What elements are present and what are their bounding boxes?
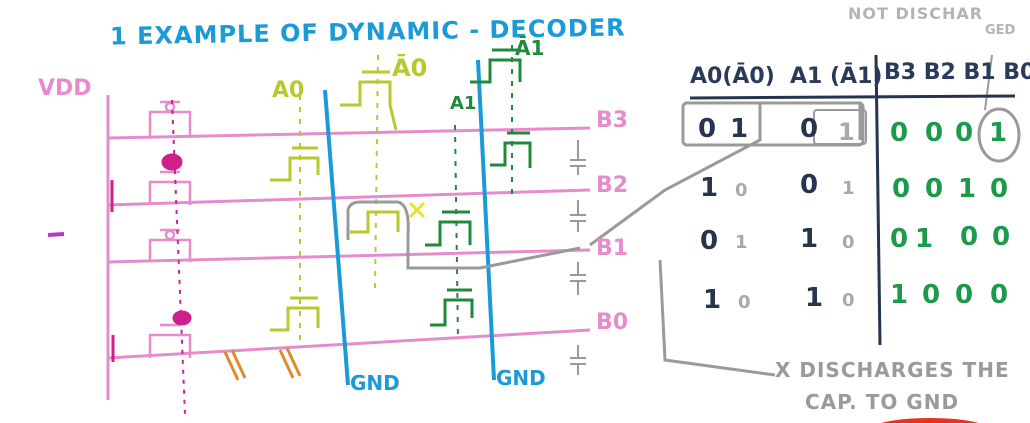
bus-label-b3: B3: [596, 108, 629, 133]
discharge-path: [346, 200, 581, 270]
precharge-transistors: [148, 100, 192, 358]
row1-a0n: 0: [735, 180, 748, 201]
row1-a1: 0: [800, 170, 819, 200]
row2-b1: 0: [960, 222, 979, 252]
row1-a0: 1: [700, 173, 719, 203]
discharge-note: X DISCHARGES THE: [775, 358, 1010, 382]
row3-b3: 1: [890, 280, 909, 310]
row1-b1: 1: [958, 174, 977, 204]
red-mark: [881, 418, 979, 423]
row1-b0: 0: [990, 174, 1009, 204]
gate-label-a1-bar: Ā1: [515, 36, 545, 60]
vdd-label: VDD: [38, 76, 92, 101]
row3-b2: 0: [922, 280, 941, 310]
orange-caps: [223, 347, 302, 381]
x-mark: [408, 201, 426, 219]
row-highlight: [681, 101, 865, 147]
row3-b1: 0: [955, 280, 974, 310]
row3-a1: 1: [805, 283, 824, 313]
bus-label-b0: B0: [596, 310, 629, 335]
header-b: B3 B2 B1 B0: [884, 60, 1030, 85]
row3-a0: 1: [703, 285, 722, 315]
bus-label-b1: B1: [596, 236, 629, 261]
gate-label-a0: A0: [272, 78, 305, 103]
clock-dashed: [171, 99, 186, 416]
bit-line-b0: [107, 328, 591, 360]
row0-a1: 0: [800, 114, 819, 144]
row2-b0: 0: [992, 222, 1011, 252]
row2-a0n: 1: [735, 232, 748, 253]
row0-b2: 0: [925, 118, 944, 148]
table-divider-h: [689, 94, 1016, 100]
gnd-rail-1: [323, 89, 350, 386]
capacitors: [570, 140, 586, 375]
row2-a1n: 0: [842, 232, 855, 253]
row1-b3: 0: [892, 174, 911, 204]
row0-b0: 1: [989, 118, 1008, 148]
row2-b2: 1: [915, 224, 934, 254]
row1-b2: 0: [925, 174, 944, 204]
table-bracket: [589, 101, 862, 247]
row0-b3: 0: [890, 118, 909, 148]
clock-tick: [47, 232, 65, 237]
header-a0: A0(Ā0): [690, 64, 775, 89]
row1-a1n: 1: [842, 178, 855, 199]
table-bracket-bottom: [658, 259, 776, 377]
bit-line-b2: [107, 188, 591, 207]
bit-line-b1: [107, 248, 591, 264]
row3-a0n: 0: [738, 292, 751, 313]
a1-highlight: [813, 109, 867, 145]
b0-pointer: [984, 54, 993, 111]
row2-a1: 1: [800, 224, 819, 254]
bit-line-b3: [107, 126, 591, 140]
row0-b1: 0: [955, 118, 974, 148]
gnd-label-1: GND: [350, 371, 400, 395]
row3-a1n: 0: [842, 290, 855, 311]
gate-label-a0-bar: Ā0: [392, 54, 428, 82]
a0-transistors: [270, 54, 400, 340]
row2-b3: 0: [890, 224, 909, 254]
header-a1: A1 (Ā1): [790, 64, 883, 89]
clock-marks: [110, 153, 192, 362]
row0-a0: 0: [698, 114, 717, 144]
row0-a0n: 1: [730, 114, 749, 144]
not-discharged-note-2: GED: [985, 23, 1016, 38]
a1-transistors: [425, 45, 532, 341]
gate-label-a1: A1: [450, 93, 477, 114]
row3-b0: 0: [990, 280, 1009, 310]
table-divider-v: [874, 54, 882, 346]
b0-circle: [977, 107, 1021, 163]
not-discharged-note: NOT DISCHAR: [848, 4, 984, 23]
row2-a0: 0: [700, 226, 719, 256]
gnd-label-2: GND: [496, 366, 546, 390]
row0-a1n: 1: [838, 118, 855, 146]
bus-label-b2: B2: [596, 173, 629, 198]
bit-lines: [106, 95, 591, 400]
gnd-rail-2: [476, 59, 496, 381]
discharge-note-2: CAP. TO GND: [805, 390, 960, 414]
